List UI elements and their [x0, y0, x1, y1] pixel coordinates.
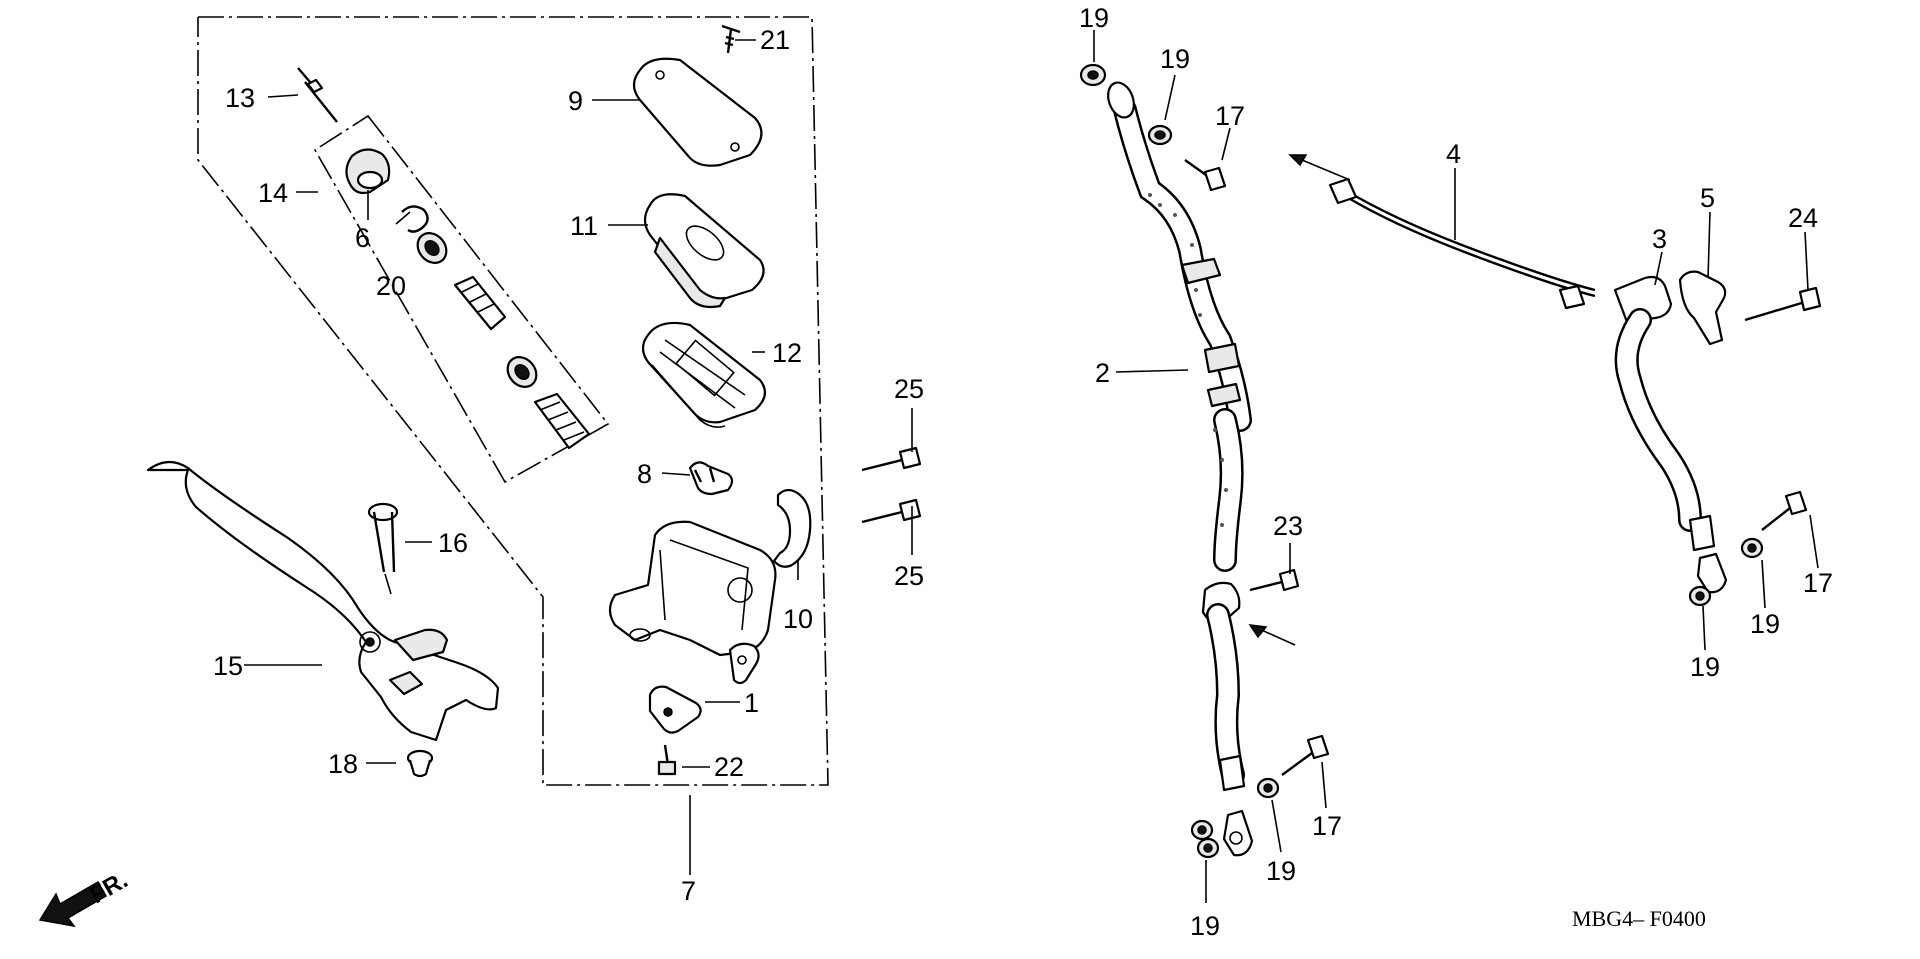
callout-17-a: 17	[1215, 101, 1245, 131]
drawing-code: MBG4– F0400	[1572, 906, 1706, 931]
callout-23: 23	[1273, 511, 1303, 541]
brake-hose-lower	[1206, 603, 1254, 857]
pivot-bolt-16	[367, 502, 399, 595]
callout-21: 21	[760, 25, 790, 55]
holder-10	[772, 488, 812, 568]
reservoir-cap-9	[632, 57, 763, 167]
diaphragm-plate-11	[643, 193, 765, 309]
bolt-25-lower	[861, 498, 922, 524]
piston-kit-outline	[313, 114, 610, 484]
bolt-25-upper	[861, 446, 922, 472]
master-cylinder-body	[608, 520, 777, 685]
washers-19	[1079, 63, 1764, 859]
callout-22: 22	[714, 752, 744, 782]
callout-17-c: 17	[1803, 568, 1833, 598]
callout-24: 24	[1788, 203, 1818, 233]
bracket-5	[1678, 270, 1727, 346]
callout-16: 16	[438, 528, 468, 558]
bolt-23	[1249, 568, 1300, 592]
callout-18: 18	[328, 749, 358, 779]
plug-18	[406, 749, 434, 778]
piston-parts	[416, 232, 591, 450]
callout-6: 6	[355, 223, 370, 253]
bolt-24	[1744, 286, 1822, 322]
callout-19-b: 19	[1160, 44, 1190, 74]
screw-21	[721, 24, 741, 54]
callout-7: 7	[681, 876, 696, 906]
callout-15: 15	[213, 651, 243, 681]
callout-labels: 21 9 11 12 8 10 1 22 7 13 14 6 20 16 15 …	[213, 3, 1833, 941]
callout-3: 3	[1652, 224, 1667, 254]
callout-25-lower: 25	[894, 561, 924, 591]
callout-8: 8	[637, 459, 652, 489]
callout-11: 11	[570, 211, 598, 241]
callout-10: 10	[783, 604, 813, 634]
callout-19-a: 19	[1079, 3, 1109, 33]
callout-13: 13	[225, 83, 255, 113]
screw-22	[657, 744, 677, 776]
bolt-17-right	[1761, 490, 1808, 531]
callout-19-f: 19	[1690, 652, 1720, 682]
brake-switch-1	[648, 685, 702, 734]
brake-hose-3	[1613, 275, 1728, 594]
leader-lines	[244, 30, 1819, 903]
callout-20: 20	[376, 271, 406, 301]
brake-pipe-4	[1328, 177, 1596, 310]
diaphragm-12	[641, 321, 767, 428]
callout-25-upper: 25	[894, 374, 924, 404]
callout-17-b: 17	[1312, 811, 1342, 841]
callout-9: 9	[568, 86, 583, 116]
callout-2: 2	[1095, 358, 1110, 388]
callout-12: 12	[772, 338, 802, 368]
brake-lever-15	[146, 460, 500, 742]
callout-14: 14	[258, 178, 288, 208]
bolt-17-lower	[1281, 734, 1330, 776]
callout-19-c: 19	[1266, 856, 1296, 886]
callout-1: 1	[744, 688, 759, 718]
callout-19-e: 19	[1750, 609, 1780, 639]
brake-hose-2	[1107, 81, 1252, 624]
bolt-17-upper	[1184, 159, 1227, 192]
boot-6	[345, 148, 391, 195]
callout-19-d: 19	[1190, 911, 1220, 941]
hose-speckles-upper	[1148, 193, 1228, 527]
flow-arrows	[1248, 154, 1351, 646]
master-cylinder-assembly-outline	[197, 16, 829, 786]
circlip-20	[401, 205, 429, 233]
callout-4: 4	[1446, 139, 1461, 169]
callout-5: 5	[1700, 183, 1715, 213]
pin-13	[297, 67, 338, 123]
clip-8	[688, 461, 734, 496]
front-direction-arrow: FR.	[38, 866, 132, 928]
